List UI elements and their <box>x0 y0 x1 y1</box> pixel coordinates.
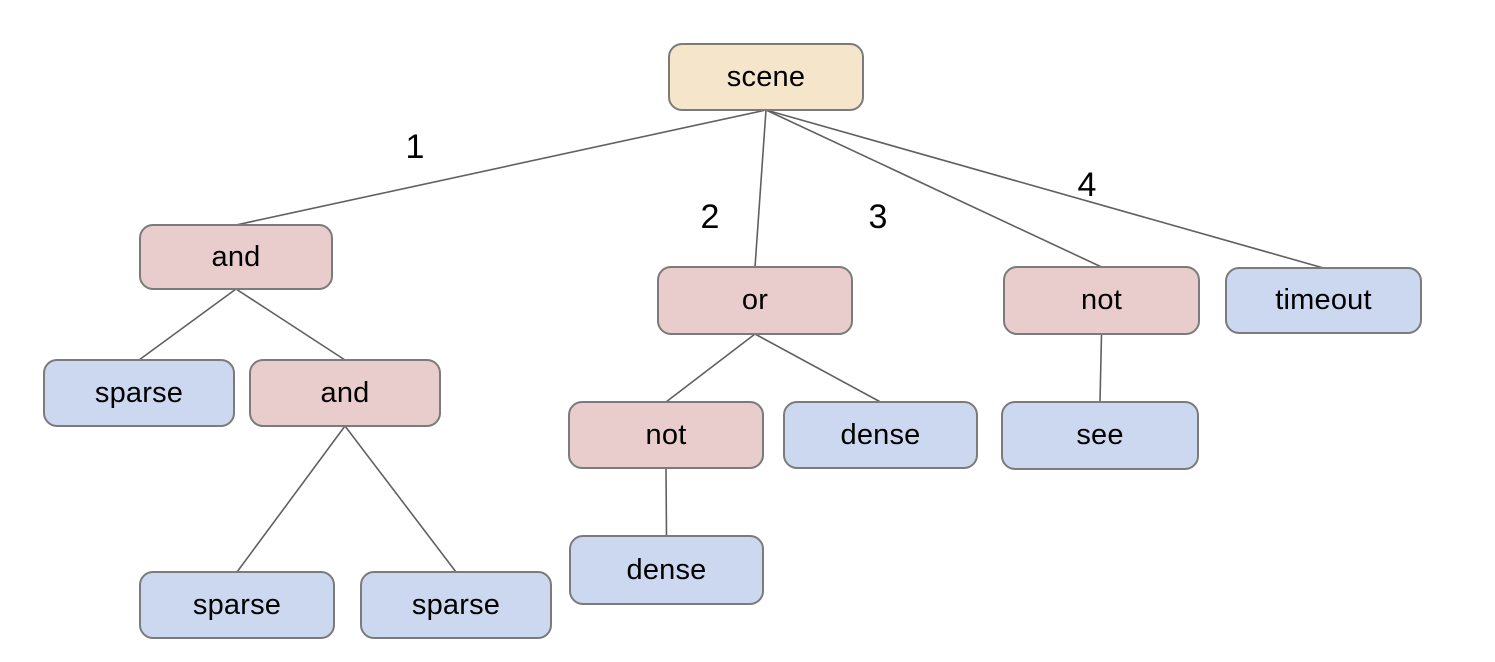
node-or1: or <box>657 266 853 335</box>
edge-scene-timeout <box>765 109 1324 269</box>
node-dense2: dense <box>569 535 764 605</box>
edge-label-2: 2 <box>700 198 720 236</box>
node-sparse3: sparse <box>360 571 552 639</box>
edge-not2-see1 <box>1099 333 1103 403</box>
node-see1: see <box>1001 401 1199 470</box>
edge-label-4: 4 <box>1077 166 1097 204</box>
node-scene: scene <box>668 43 864 111</box>
node-sparse1: sparse <box>43 359 235 427</box>
node-not2: not <box>1003 266 1200 335</box>
edge-scene-and1 <box>235 109 767 226</box>
node-timeout: timeout <box>1225 267 1422 334</box>
edge-and1-and2 <box>235 288 346 361</box>
node-and1: and <box>139 224 333 290</box>
node-and2: and <box>249 359 441 427</box>
edge-or1-not1 <box>665 333 756 403</box>
node-not1: not <box>568 401 764 469</box>
edge-label-3: 3 <box>868 198 888 236</box>
edge-label-1: 1 <box>405 128 425 166</box>
node-dense1: dense <box>783 401 978 469</box>
edge-not1-dense2 <box>665 467 668 537</box>
edge-scene-or1 <box>754 109 767 268</box>
node-sparse2: sparse <box>139 571 335 639</box>
edge-or1-dense1 <box>754 333 881 403</box>
edge-and1-sparse1 <box>138 288 237 361</box>
edge-and2-sparse2 <box>236 425 346 573</box>
edge-scene-not2 <box>765 109 1102 268</box>
edge-and2-sparse3 <box>344 425 457 573</box>
